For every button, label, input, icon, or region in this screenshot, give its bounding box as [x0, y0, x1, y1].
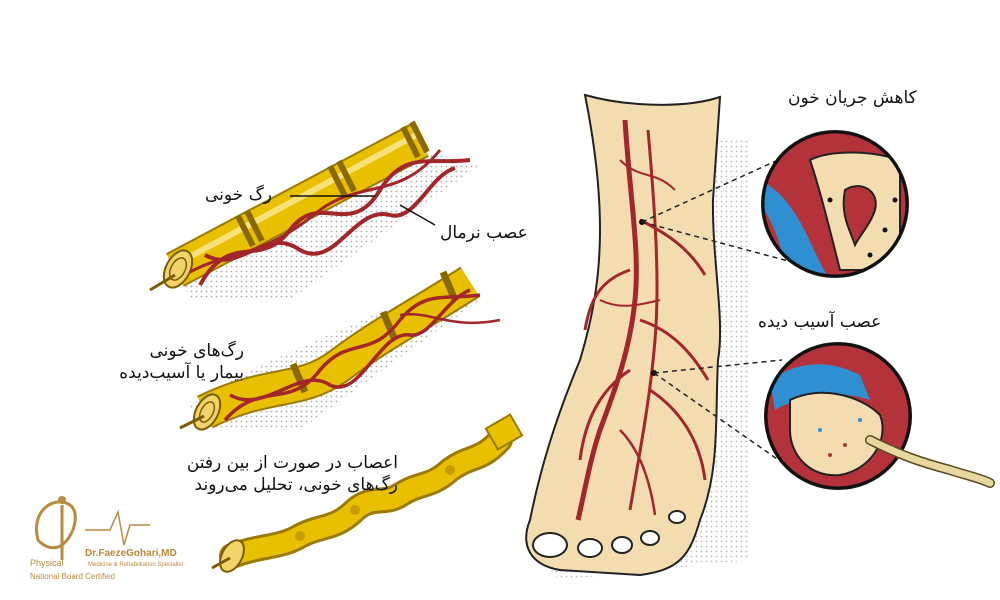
- callout-connector-lines: [641, 159, 793, 469]
- foot-illustration: [525, 93, 750, 580]
- diseased-vessels-label: رگ‌های خونی بیمار یا آسیب‌دیده: [119, 340, 244, 384]
- reduced-blood-flow-label: کاهش جریان خون: [788, 88, 917, 108]
- nerve-degeneration-label-line2: رگ‌های خونی، تحلیل می‌روند: [194, 475, 398, 495]
- damaged-nerve-label: عصب آسیب دیده: [758, 312, 882, 332]
- diseased-vessels-label-line2: بیمار یا آسیب‌دیده: [119, 363, 244, 383]
- diseased-vessels-label-line1: رگ‌های خونی: [149, 341, 244, 361]
- blood-vessel-label: رگ خونی: [205, 185, 273, 205]
- diseased-vessel-nerve-illustration: [179, 266, 501, 431]
- logo-name: Dr.FaezeGohari,MD: [85, 548, 177, 559]
- logo-prefix: Physical: [30, 558, 64, 568]
- normal-nerve-label: عصب نرمال: [440, 223, 528, 243]
- damaged-nerve-inset: [764, 342, 995, 490]
- nerve-degeneration-label-line1: اعصاب در صورت از بین رفتن: [186, 453, 398, 473]
- nerve-degeneration-label: اعصاب در صورت از بین رفتن رگ‌های خونی، ت…: [187, 452, 398, 496]
- reduced-blood-flow-inset: [761, 130, 909, 278]
- logo-specialty: Medicine & Rehabilitation Specialist: [88, 562, 184, 568]
- label-leader-lines: [290, 195, 436, 226]
- degenerated-nerve-illustration: [211, 413, 524, 573]
- clinic-logo: [35, 496, 150, 560]
- normal-nerve-illustration: [149, 120, 480, 300]
- logo-certification: National Board Certified: [30, 572, 115, 581]
